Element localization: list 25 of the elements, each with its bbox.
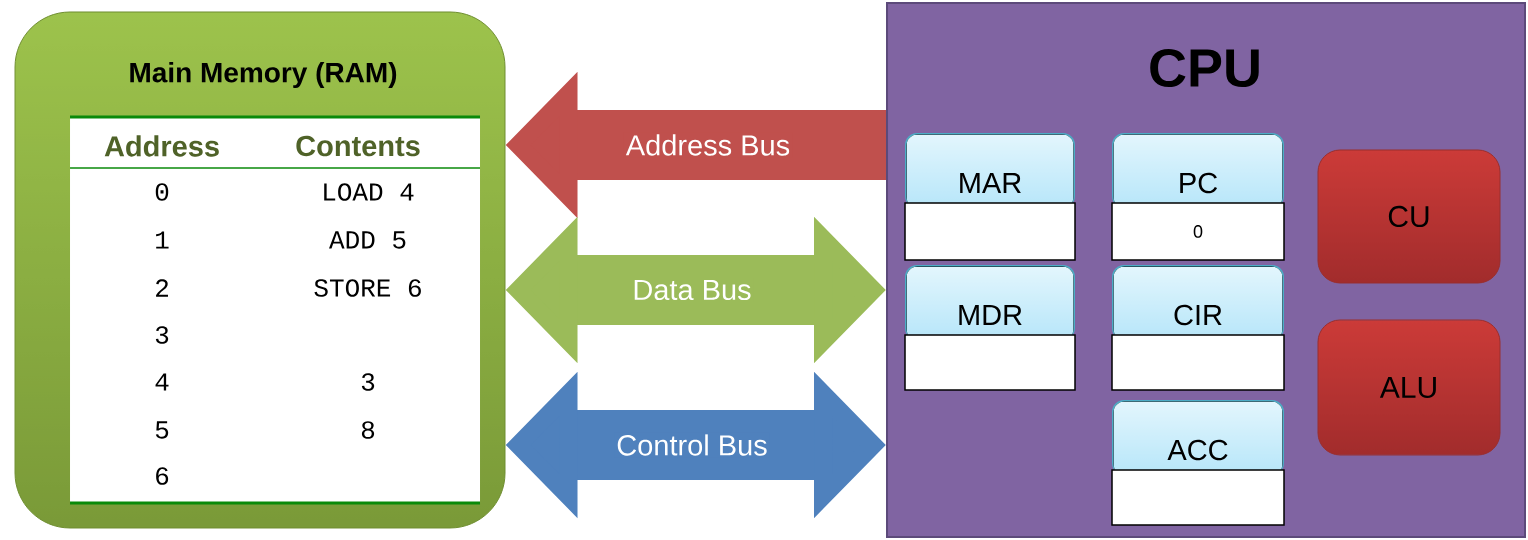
register-box: CIR	[1111, 265, 1285, 391]
table-entry: LOAD 4	[324, 183, 414, 201]
unit-box: CU	[1317, 149, 1501, 284]
table-entry: 1	[156, 231, 169, 249]
column-header: Contents	[296, 135, 420, 157]
register-box: ACC	[1111, 400, 1285, 526]
unit-box: ALU	[1317, 319, 1501, 456]
register-box: MAR	[904, 133, 1076, 261]
table-entry: 8	[361, 421, 375, 439]
table-entry: ADD 5	[329, 231, 406, 249]
table-entry: STORE 6	[314, 279, 421, 297]
edge-label: Control Bus	[614, 432, 770, 458]
table-entry: 6	[156, 467, 169, 485]
node-label: 0	[1193, 225, 1203, 238]
register-box: MDR	[904, 265, 1076, 391]
table-entry: 0	[155, 183, 169, 201]
table-entry: 4	[155, 373, 169, 391]
table-entry: 5	[155, 421, 169, 439]
table-entry: 3	[155, 326, 169, 344]
table-entry: 2	[156, 279, 168, 297]
edge-label: Address Bus	[623, 132, 793, 158]
table-entry: 3	[361, 373, 375, 391]
edge-label: Data Bus	[630, 277, 754, 303]
column-header: Address	[104, 135, 219, 157]
register-box: PC 0	[1111, 133, 1285, 261]
